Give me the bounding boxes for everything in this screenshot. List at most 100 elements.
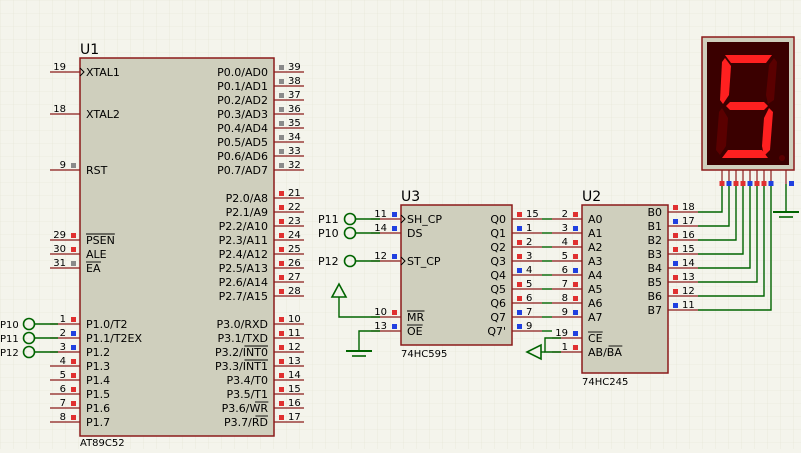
u3-pin-2[interactable]: 2Q2 bbox=[490, 237, 542, 254]
u3-pin-1[interactable]: 1Q1 bbox=[490, 223, 542, 240]
pin-number: 12 bbox=[374, 251, 387, 262]
pin-state-marker bbox=[673, 261, 678, 266]
u3-net-labels: P11 P10 P12 bbox=[318, 212, 380, 268]
pin-name: CE bbox=[588, 332, 603, 345]
u3-pin-9[interactable]: 9Q7' bbox=[487, 321, 542, 338]
u3-pin-4[interactable]: 4Q4 bbox=[490, 265, 542, 282]
pin-name: A6 bbox=[588, 297, 603, 310]
pin-number: 39 bbox=[288, 62, 301, 73]
seven-segment-display[interactable] bbox=[701, 36, 795, 186]
pin-state-marker bbox=[573, 282, 578, 287]
pin-name: B0 bbox=[647, 206, 662, 219]
pin-number: 25 bbox=[288, 244, 301, 255]
pin-state-marker bbox=[279, 415, 284, 420]
u3-pin-5[interactable]: 5Q5 bbox=[490, 279, 542, 296]
pin-state-marker bbox=[517, 212, 522, 217]
pin-name: P0.6/AD6 bbox=[217, 150, 268, 163]
u1-pin-4[interactable]: 4 P1.3 bbox=[50, 356, 110, 373]
pin-state-marker bbox=[279, 219, 284, 224]
pin-number: 4 bbox=[60, 356, 66, 367]
pin-number: 13 bbox=[374, 321, 387, 332]
pin-state-marker bbox=[279, 247, 284, 252]
pin-name: P3.2/INT0 bbox=[215, 346, 268, 359]
display-pin-marker bbox=[719, 181, 725, 186]
u3-pin-3[interactable]: 3Q3 bbox=[490, 251, 542, 268]
pin-number: 14 bbox=[374, 223, 387, 234]
display-ground bbox=[773, 184, 799, 218]
pin-state-marker bbox=[279, 163, 284, 168]
pin-name: P1.5 bbox=[86, 388, 110, 401]
u1-net-labels: P10 P11 P12 bbox=[0, 317, 58, 359]
pin-name: P1.3 bbox=[86, 360, 110, 373]
pin-number: 21 bbox=[288, 188, 301, 199]
pin-name: B2 bbox=[647, 234, 662, 247]
u2-part: 74HC245 bbox=[582, 377, 628, 388]
pin-number: 26 bbox=[288, 258, 301, 269]
segment-wire bbox=[698, 186, 737, 241]
net-label-p10-u3: P10 bbox=[318, 227, 339, 240]
pin-state-marker bbox=[392, 212, 397, 217]
pin-name: ALE bbox=[86, 248, 107, 261]
u3-pin-7[interactable]: 7Q7 bbox=[490, 307, 542, 324]
u3-pin-6[interactable]: 6Q6 bbox=[490, 293, 542, 310]
